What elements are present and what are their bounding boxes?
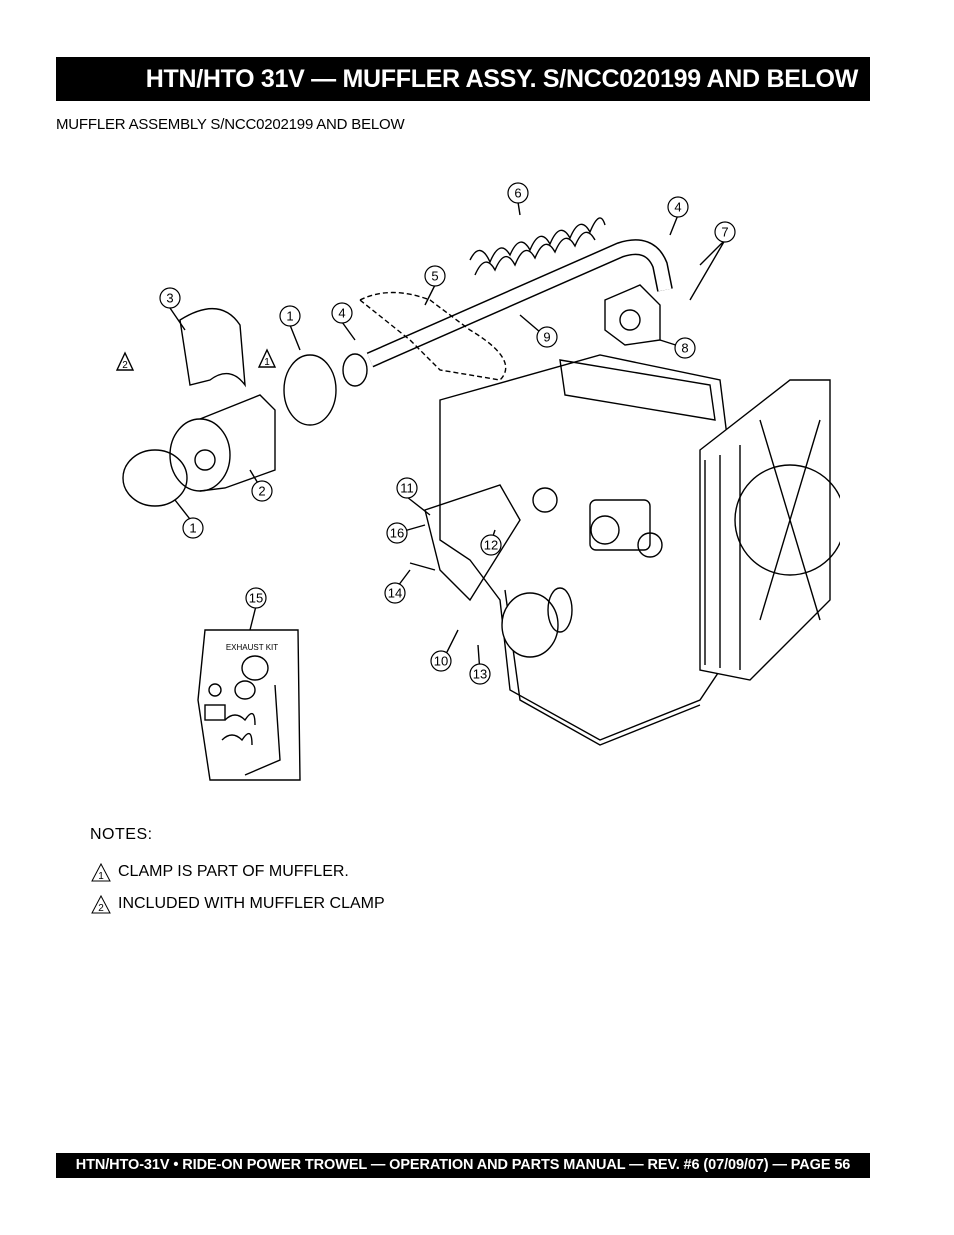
callout-1b [182, 517, 204, 539]
notes-section: NOTES: 1 CLAMP IS PART OF MUFFLER. 2 INC… [90, 826, 385, 920]
callout-15-label: 15 [249, 591, 263, 606]
callout-16-label: 16 [390, 526, 404, 541]
callout-2 [251, 480, 273, 502]
callout-11 [396, 477, 418, 499]
callout-3-label: 3 [166, 291, 173, 306]
callout-1a [279, 305, 301, 327]
callout-4a-label: 4 [338, 306, 345, 321]
callout-8-label: 8 [681, 341, 688, 356]
muffler-assembly-diagram: 2 1 6 4 7 5 3 1 4 9 8 2 1 11 16 12 [115, 182, 840, 781]
svg-text:2: 2 [122, 360, 128, 371]
callout-3 [159, 287, 181, 309]
callout-13 [469, 663, 491, 685]
callout-12 [480, 534, 502, 556]
exhaust-kit-label: EXHAUST KIT [226, 643, 278, 652]
callout-13-label: 13 [473, 667, 487, 682]
callout-10-label: 10 [434, 654, 448, 669]
callout-10 [430, 650, 452, 672]
callout-7 [714, 221, 736, 243]
callout-5 [424, 265, 446, 287]
callout-15 [245, 587, 267, 609]
note-2-text: INCLUDED WITH MUFFLER CLAMP [118, 895, 385, 912]
callout-8 [674, 337, 696, 359]
callout-1b-label: 1 [189, 521, 196, 536]
callout-7-label: 7 [721, 225, 728, 240]
callout-4a [331, 302, 353, 324]
callout-6 [507, 182, 529, 204]
svg-text:1: 1 [264, 357, 270, 368]
page-footer: HTN/HTO-31V • RIDE-ON POWER TROWEL — OPE… [56, 1153, 870, 1178]
callout-2-label: 2 [258, 484, 265, 499]
warning-triangle-icon: 1 [91, 862, 111, 882]
callout-9 [536, 326, 558, 348]
note-2: 2 INCLUDED WITH MUFFLER CLAMP [90, 888, 385, 920]
callout-1a-label: 1 [286, 309, 293, 324]
callout-6-label: 6 [514, 186, 521, 201]
callout-4b-label: 4 [674, 200, 681, 215]
callout-16 [386, 522, 408, 544]
note-1: 1 CLAMP IS PART OF MUFFLER. [90, 856, 385, 888]
page-subtitle: MUFFLER ASSEMBLY S/NCC0202199 AND BELOW [56, 116, 405, 133]
notes-heading: NOTES: [90, 826, 153, 843]
callout-14 [384, 582, 406, 604]
callout-14-label: 14 [388, 586, 402, 601]
callout-9-label: 9 [543, 330, 550, 345]
callout-12-label: 12 [484, 538, 498, 553]
note-1-text: CLAMP IS PART OF MUFFLER. [118, 863, 349, 880]
callout-4b [667, 196, 689, 218]
callout-5-label: 5 [431, 269, 438, 284]
warning-triangle-icon: 2 [91, 894, 111, 914]
svg-text:2: 2 [98, 903, 104, 914]
svg-text:1: 1 [98, 871, 104, 882]
callout-11-label: 11 [400, 481, 414, 496]
page-title: HTN/HTO 31V — MUFFLER ASSY. S/NCC020199 … [56, 57, 870, 101]
